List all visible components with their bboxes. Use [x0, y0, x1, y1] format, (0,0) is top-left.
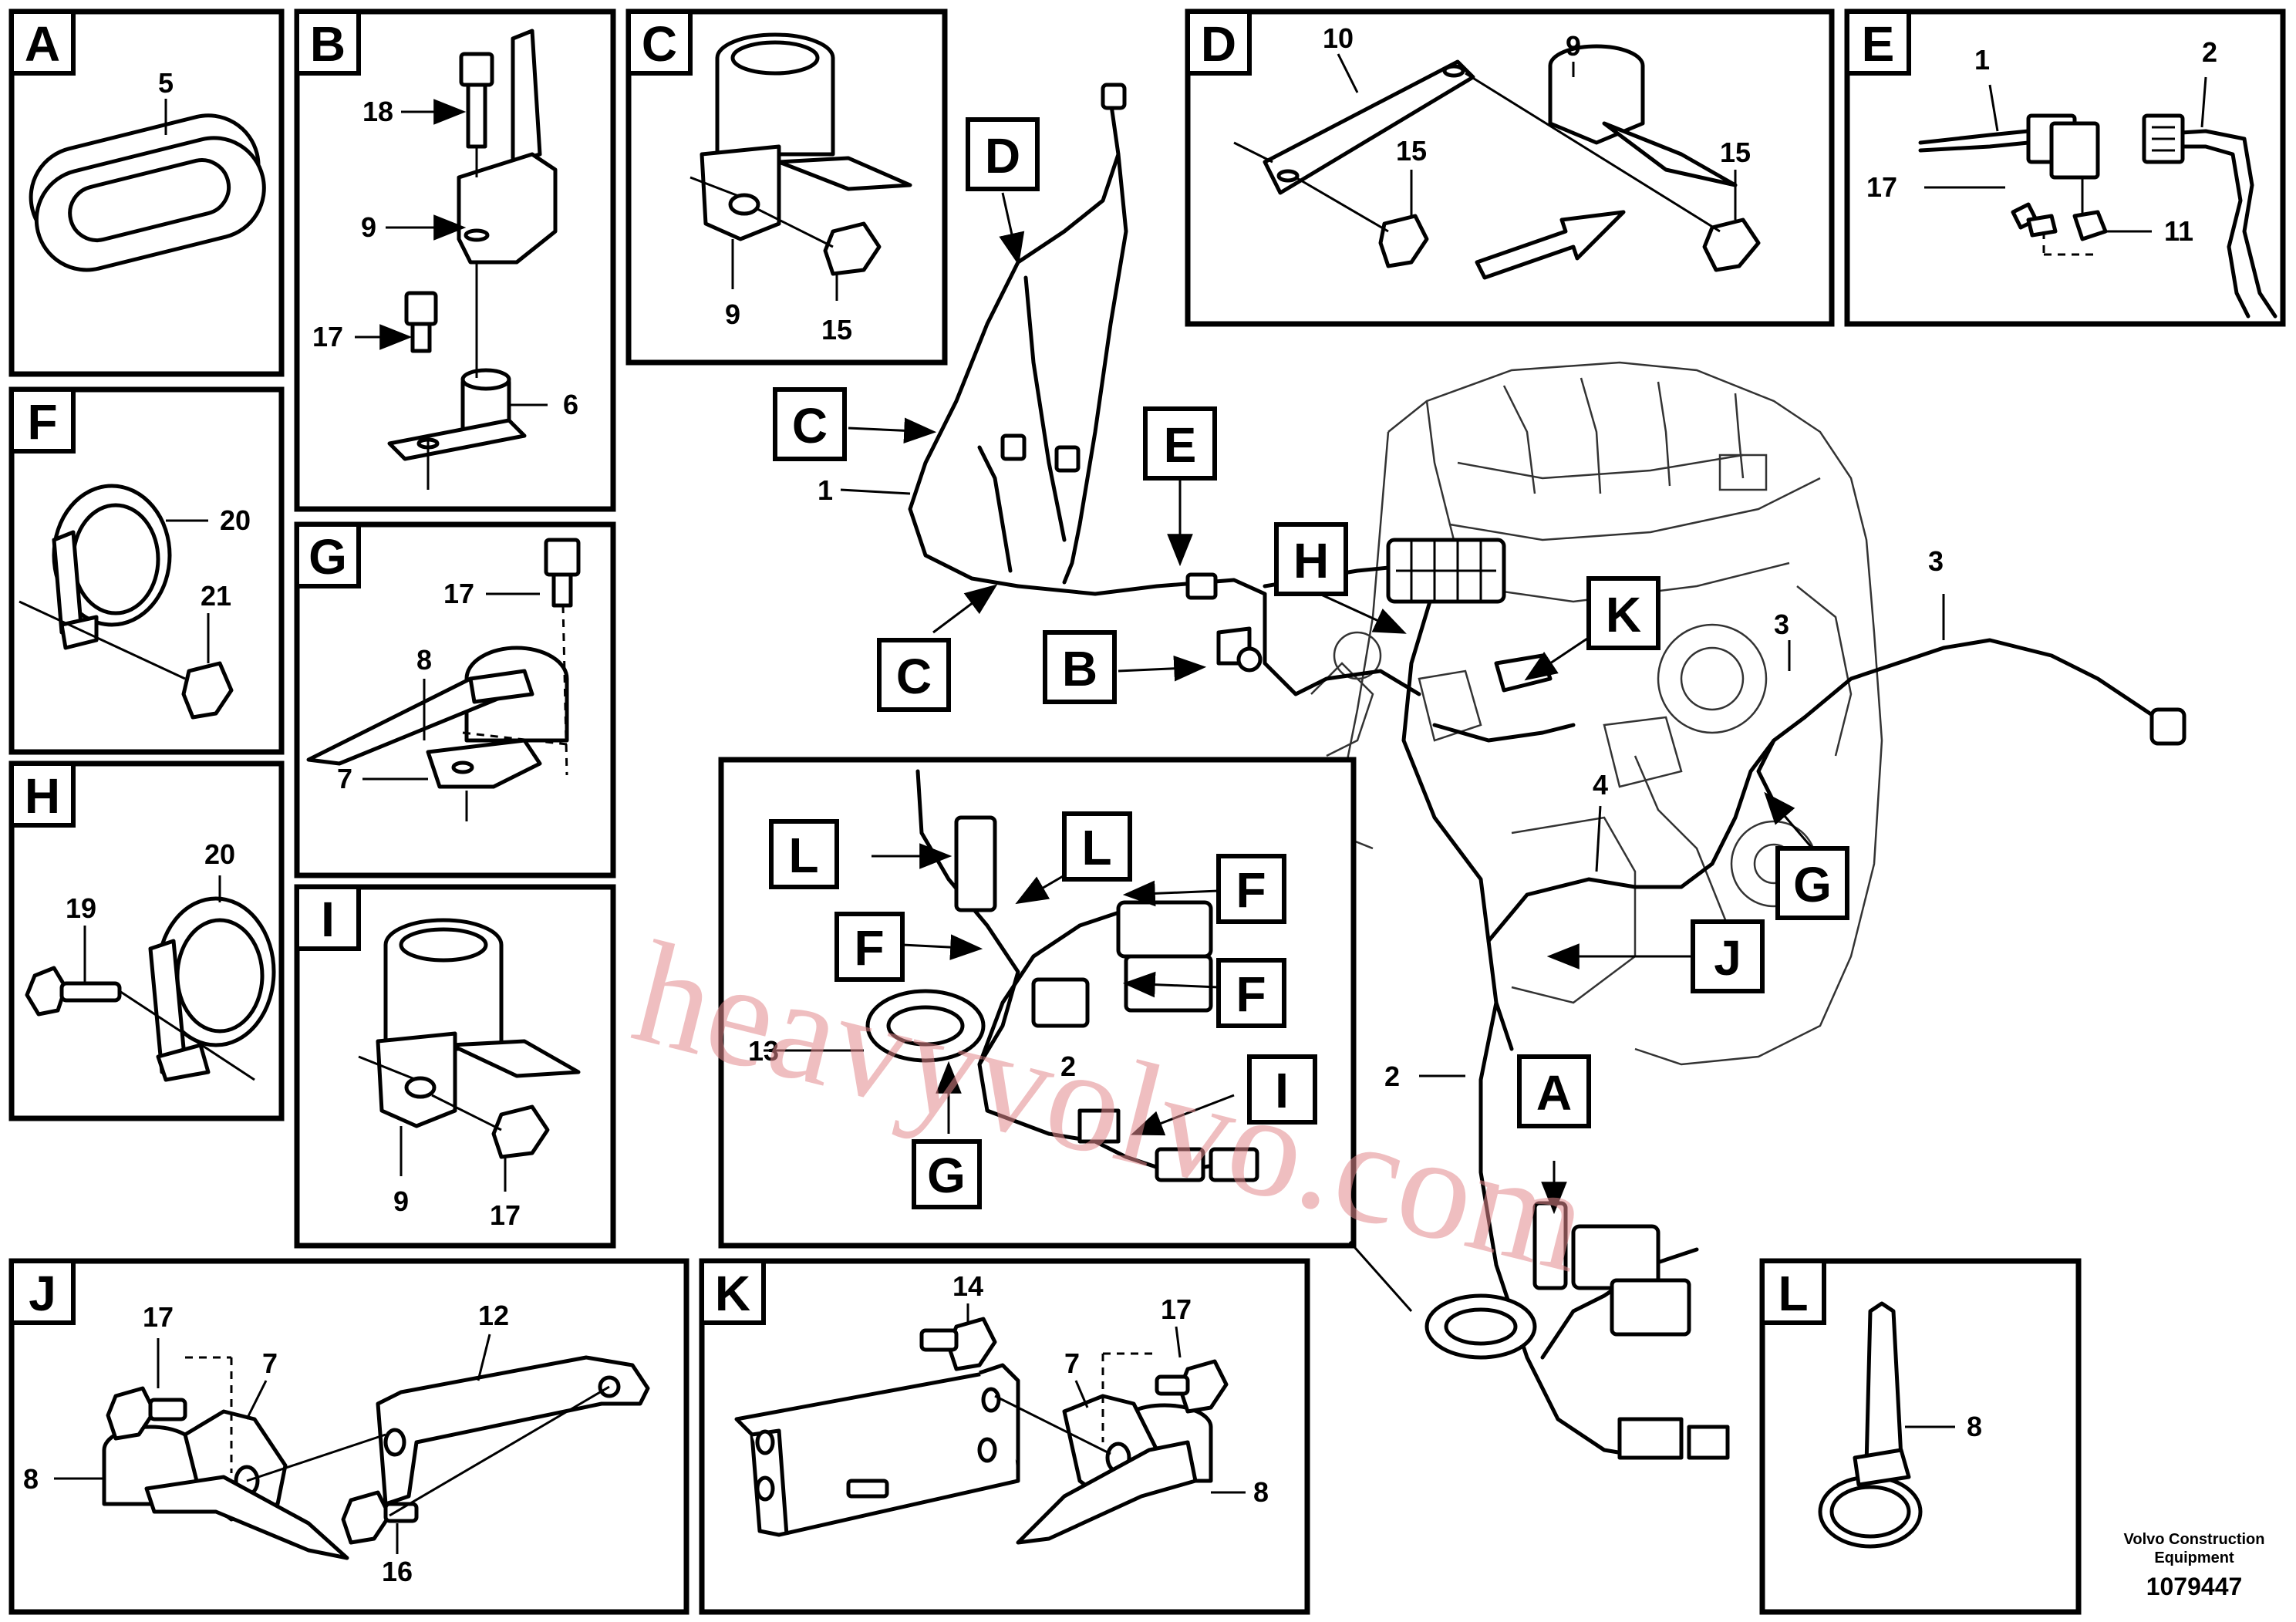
callout-D: D [985, 128, 1020, 184]
part-3-right: 3 [1928, 545, 1944, 577]
panel-L-part-8: 8 [1967, 1411, 1982, 1442]
panel-H-letter: H [25, 768, 60, 824]
main-callouts: D C E H K B C G J A 1 3 3 4 2 [773, 117, 1944, 1128]
panel-E-part-1: 1 [1974, 44, 1990, 76]
panel-J-part-12: 12 [478, 1300, 509, 1331]
panel-J-part-17: 17 [143, 1301, 174, 1333]
inset-leaders [764, 843, 1235, 1136]
panel-K-part-7: 7 [1064, 1347, 1080, 1379]
main-leaders [840, 192, 1945, 1215]
panel-L-letter: L [1778, 1266, 1808, 1321]
panel-E-part-17: 17 [1866, 171, 1897, 203]
panel-C: C 9 15 [625, 8, 948, 366]
panel-B-part-9: 9 [361, 211, 376, 243]
panel-K-part-17: 17 [1161, 1293, 1192, 1325]
footer: Volvo Construction Equipment 1079447 [2124, 1531, 2265, 1600]
panel-G-part-17: 17 [443, 578, 474, 609]
panel-E-letter: E [1862, 16, 1895, 72]
panel-F-part-20: 20 [220, 504, 251, 536]
panel-K-part-8: 8 [1253, 1476, 1269, 1508]
callout-H: H [1293, 533, 1329, 588]
doc-number: 1079447 [2146, 1573, 2243, 1600]
callout-E: E [1164, 417, 1197, 473]
panel-H: H 20 19 [8, 760, 285, 1121]
inset-callout-G: G [927, 1148, 966, 1203]
inset-callout-L-left: L [788, 828, 818, 883]
panel-J-part-16: 16 [382, 1556, 413, 1587]
inset-part-13: 13 [748, 1035, 779, 1067]
panel-E-part-2: 2 [2202, 36, 2217, 68]
inset-callout-F-right: F [1236, 966, 1266, 1022]
inset-callouts: L L F F F I G 13 2 [748, 811, 1317, 1209]
panel-G-part-7: 7 [337, 763, 352, 794]
inset-part-2: 2 [1060, 1050, 1076, 1082]
panel-J-part-8: 8 [23, 1463, 39, 1495]
inset-callout-L-right: L [1081, 820, 1111, 875]
brand-line-1: Volvo Construction [2124, 1531, 2265, 1548]
panel-H-part-20: 20 [204, 838, 235, 870]
brand-line-2: Equipment [2154, 1549, 2234, 1566]
panel-E-part-11: 11 [2164, 215, 2193, 247]
panel-K: K 14 7 17 8 [699, 1258, 1310, 1615]
panel-D-part-15-right: 15 [1720, 137, 1751, 168]
panel-F: F 20 21 [8, 386, 285, 755]
panel-A-letter: A [25, 16, 60, 72]
panel-D-part-15-left: 15 [1396, 135, 1427, 167]
callout-J: J [1714, 930, 1741, 986]
panel-B-letter: B [310, 16, 346, 72]
callout-B: B [1062, 641, 1097, 696]
panel-I-part-17: 17 [490, 1199, 521, 1231]
panel-D-part-10: 10 [1323, 22, 1354, 54]
inset-callout-F-top: F [1236, 862, 1266, 918]
callout-G: G [1793, 857, 1832, 912]
panel-K-letter: K [715, 1266, 750, 1321]
panel-C-part-9: 9 [725, 298, 740, 330]
part-2: 2 [1384, 1061, 1400, 1092]
panel-I: I 9 17 [294, 884, 616, 1249]
callout-C-top: C [792, 398, 828, 454]
panel-I-part-9: 9 [393, 1185, 409, 1217]
panel-A: A 5 [8, 8, 285, 377]
panel-F-part-21: 21 [201, 580, 231, 612]
panel-B-part-17: 17 [312, 321, 343, 352]
callout-A: A [1536, 1065, 1572, 1121]
panel-L: L 8 [1759, 1258, 2082, 1615]
panel-I-letter: I [321, 892, 335, 947]
panel-J-letter: J [29, 1266, 56, 1321]
panel-G-part-8: 8 [416, 644, 432, 676]
panel-D-letter: D [1201, 16, 1236, 72]
panel-H-part-19: 19 [66, 892, 96, 924]
panel-B: B 18 9 17 6 [294, 8, 616, 512]
part-3-left: 3 [1774, 609, 1789, 640]
panel-F-letter: F [27, 394, 57, 450]
panel-A-part-5: 5 [158, 67, 174, 99]
panel-D-part-9: 9 [1566, 30, 1581, 62]
panel-B-part-18: 18 [362, 96, 393, 127]
panel-G: G 17 8 7 [294, 521, 616, 878]
part-4: 4 [1593, 769, 1608, 801]
inset-callout-F-left: F [854, 920, 884, 976]
panel-J: J 17 7 12 8 16 [8, 1258, 689, 1615]
panel-G-letter: G [308, 529, 347, 585]
inset-callout-I: I [1275, 1063, 1289, 1118]
callout-C-bottom: C [896, 649, 932, 704]
panel-E: E 1 2 17 11 [1844, 8, 2286, 327]
engine-illustration [1310, 361, 1883, 1066]
panel-D: D 10 9 15 15 [1185, 8, 1835, 327]
panel-J-part-7: 7 [262, 1347, 278, 1379]
panel-B-part-6: 6 [563, 389, 578, 420]
panel-K-part-14: 14 [952, 1270, 983, 1302]
panel-C-letter: C [642, 16, 677, 72]
callout-K: K [1606, 587, 1641, 642]
panel-C-part-15: 15 [821, 314, 852, 346]
part-1: 1 [818, 474, 833, 506]
